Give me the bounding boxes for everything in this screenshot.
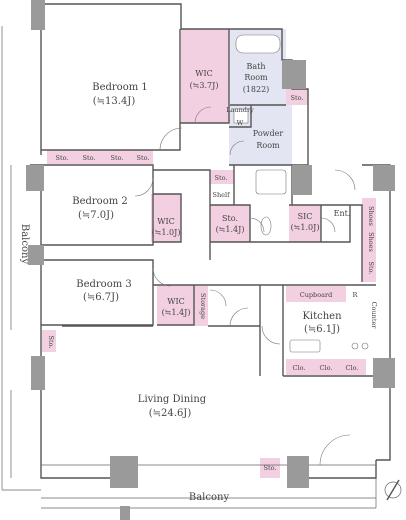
door-sto-hall: [249, 217, 265, 233]
stove-1: [351, 342, 359, 350]
storage-fill: [194, 286, 208, 326]
sto-bath: Sto.: [291, 94, 304, 102]
column-right-bottom: [373, 358, 395, 388]
clo-2: Clo.: [320, 364, 333, 372]
door-living: [229, 307, 249, 327]
powder-name-line2: Room: [256, 141, 280, 150]
toilet: [260, 216, 272, 236]
column-right-top: [373, 165, 395, 191]
sic-fill: [289, 205, 321, 242]
clo-3: Clo.: [346, 364, 359, 372]
shelf-label: Shelf: [213, 191, 231, 199]
column-left-lower: [31, 356, 45, 390]
shoes-label-1: Shoes: [367, 206, 375, 226]
sto-hall-name: Sto.: [222, 214, 238, 223]
cupboard-label: Cupboard: [300, 291, 333, 299]
bedroom3-name: Bedroom 3: [76, 279, 132, 290]
balcony-left-label: Balcony: [19, 224, 30, 265]
kitchen-size: (≒6.1J): [304, 324, 340, 335]
bedroom2-size: (≒7.0J): [78, 210, 114, 221]
clo-row-fill: [286, 359, 366, 375]
column-center-top: [292, 165, 312, 195]
door-bottom: [319, 434, 351, 466]
sto-row-3: Sto.: [111, 154, 124, 162]
wic1-name: WIC: [195, 69, 213, 78]
wic2-size: (≒1.0J): [152, 228, 181, 237]
powder-name-line1: Powder: [253, 129, 284, 138]
shoes-label-2: Shoes: [367, 232, 375, 252]
column-left-middle: [28, 245, 44, 265]
column-bottom-corner: [120, 506, 130, 520]
sto-bottom: Sto.: [264, 464, 277, 472]
living-name: Living Dining: [138, 394, 207, 405]
wic3-size: (≒1.4J): [162, 308, 191, 317]
door-kitchen: [261, 325, 281, 345]
washer: [233, 108, 249, 124]
kitchen-name: Kitchen: [302, 311, 342, 322]
ent-label: Ent.: [334, 209, 351, 218]
kitchen-sink: [289, 339, 321, 353]
sto-bottom-fill: [260, 458, 280, 478]
door-entrance: [334, 169, 356, 191]
bath-name-line1: Bath: [246, 62, 265, 71]
shoes-fill: [362, 198, 376, 282]
sto-row-fill: [47, 150, 153, 164]
r-label: R: [353, 291, 359, 299]
cupboard-fill: [286, 286, 346, 302]
door-powder: [229, 140, 245, 156]
column-bottom-left: [110, 456, 138, 488]
door-wic1: [194, 106, 212, 124]
balcony-bottom-label: Balcony: [189, 492, 230, 503]
column-bath: [282, 60, 306, 89]
wic2-fill: [151, 194, 181, 242]
sto-bath-fill: [286, 89, 308, 105]
counter-label: Counter: [370, 302, 378, 330]
living-size: (≒24.6J): [149, 408, 192, 419]
sto-small-fill: [210, 170, 234, 184]
sto-left: Sto.: [47, 336, 55, 349]
wic1-fill: [181, 29, 229, 123]
washbasin-counter: [255, 169, 287, 195]
sto-row-2: Sto.: [83, 154, 96, 162]
bathtub: [235, 34, 281, 54]
door-wic3: [209, 289, 227, 307]
bath-name-line2: Room: [244, 73, 268, 82]
door-sic: [320, 217, 336, 233]
wic2-name: WIC: [157, 217, 175, 226]
bedroom3-size: (≒6.7J): [83, 292, 119, 303]
bedroom2-name: Bedroom 2: [72, 196, 128, 207]
column-bottom-right: [287, 456, 309, 488]
laundry-label: Laundry: [226, 106, 254, 114]
bedroom1-size: (≒13.4J): [93, 96, 136, 107]
sic-size: (≒1.0J): [291, 223, 320, 232]
sto-hall-fill: [210, 205, 250, 242]
balcony-bottom-rail: [41, 478, 377, 509]
storage-label: Storage: [199, 293, 207, 319]
door-bed3: [152, 267, 172, 287]
sic-name: SIC: [298, 212, 313, 221]
wic3-name: WIC: [167, 297, 185, 306]
sto-hall-size: (≒1.4J): [216, 225, 245, 234]
north-arrow-pointer-icon: [386, 479, 400, 501]
sto-row-1: Sto.: [56, 154, 69, 162]
bath-size: (1822): [243, 85, 270, 94]
sto-left-fill: [42, 330, 56, 352]
north-arrow-icon: [384, 481, 402, 499]
door-bed2: [134, 177, 154, 197]
sto-shoes: Sto.: [367, 262, 375, 275]
balcony-left-rail: [1, 26, 41, 491]
door-bed1: [159, 127, 183, 151]
sto-row-4: Sto.: [137, 154, 150, 162]
sto-small: Sto.: [215, 174, 228, 182]
column-top-left: [31, 0, 45, 30]
column-left-upper: [26, 165, 44, 191]
wic1-size: (≒3.7J): [190, 81, 219, 90]
stove-2: [361, 342, 369, 350]
w-label: W: [237, 119, 244, 127]
wic3-fill: [157, 285, 194, 325]
bedroom1-name: Bedroom 1: [92, 82, 148, 93]
clo-1: Clo.: [293, 364, 306, 372]
